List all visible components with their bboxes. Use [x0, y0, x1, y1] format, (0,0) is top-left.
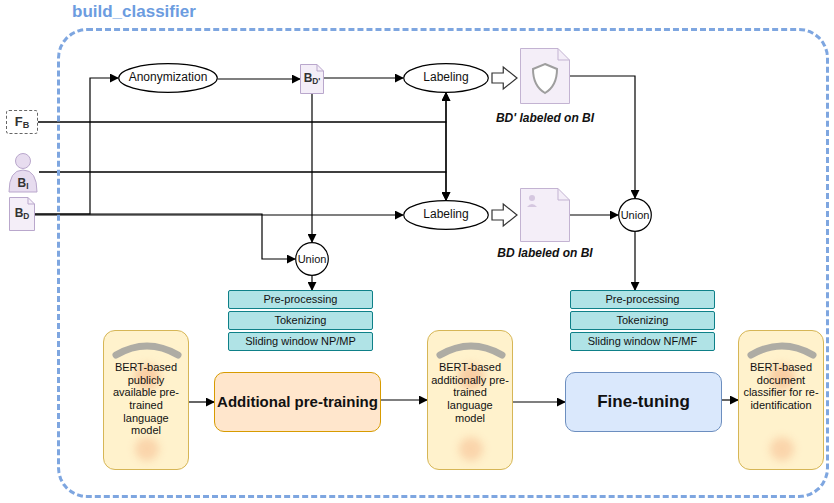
connector: [38, 122, 446, 200]
node-label: BERT-based document classifier for re-id…: [742, 361, 820, 412]
connector: [35, 214, 295, 259]
node-label: BD: [15, 207, 30, 221]
connector: [570, 214, 618, 215]
connector: [35, 78, 118, 214]
node-label: BD': [304, 72, 321, 86]
node-label: Tokenizing: [617, 314, 669, 327]
node-label: Labeling: [423, 208, 468, 222]
step-box: Tokenizing: [228, 311, 373, 330]
node-label: BERT-based additionally pre-trained lang…: [431, 361, 509, 424]
process-ellipse: Labeling: [403, 63, 489, 93]
node-label: Sliding window NP/MP: [245, 335, 356, 348]
node-label: Fine-tuning: [597, 392, 690, 412]
input-box: FB: [6, 110, 38, 134]
labeled-document: BD' labeled on BI: [520, 48, 570, 104]
step-box: Tokenizing: [570, 311, 715, 330]
node-label: Union: [298, 253, 327, 266]
model-box: BERT-based publicly available pre-traine…: [103, 330, 189, 470]
connector: [311, 94, 312, 242]
connector: [189, 401, 214, 402]
step-box: Pre-processing: [570, 290, 715, 309]
connector: [39, 172, 446, 200]
union-circle: Union: [618, 198, 652, 232]
labeled-document: BD labeled on BI: [520, 188, 570, 242]
connector: [634, 232, 635, 290]
connector: [39, 93, 446, 172]
model-box: BERT-based document classifier for re-id…: [738, 330, 824, 470]
node-label: BD labeled on BI: [465, 247, 625, 261]
process-box: Additional pre-training: [214, 372, 381, 432]
node-label: Pre-processing: [606, 293, 680, 306]
step-box: Sliding window NF/MF: [570, 332, 715, 351]
node-label: BI: [18, 177, 29, 191]
connector: [311, 276, 312, 290]
node-label: Sliding window NF/MF: [588, 335, 697, 348]
connector: [38, 93, 446, 122]
node-label: Union: [621, 209, 650, 222]
connector: [324, 77, 403, 78]
document-symbol: [520, 188, 570, 242]
connector: [570, 76, 635, 198]
connector: [381, 399, 427, 400]
step-box: Pre-processing: [228, 290, 373, 309]
node-label: BERT-based publicly available pre-traine…: [107, 361, 185, 437]
node-label: Pre-processing: [264, 293, 338, 306]
node-label: Additional pre-training: [217, 393, 378, 410]
process-box: Fine-tuning: [565, 372, 722, 432]
document-symbol: [520, 48, 570, 104]
step-box: Sliding window NP/MP: [228, 332, 373, 351]
node-label: build_classifier: [72, 2, 196, 22]
process-ellipse: Labeling: [403, 200, 489, 230]
hollow-arrow: [492, 67, 517, 89]
node-label: FB: [15, 115, 30, 130]
process-ellipse: Anonymization: [118, 63, 218, 93]
document-icon: BD': [300, 64, 324, 94]
hollow-arrow: [492, 204, 517, 226]
node-label: Labeling: [423, 71, 468, 85]
node-label: Anonymization: [129, 71, 208, 85]
document-icon: BD: [9, 197, 35, 231]
process-boundary: build_classifierAnonymizationBD'Labeling…: [57, 28, 829, 498]
node-label: Tokenizing: [275, 314, 327, 327]
user-icon: BI: [7, 152, 39, 192]
connector: [513, 401, 565, 402]
connector: [218, 78, 300, 79]
connector: [722, 399, 738, 400]
node-label: BD' labeled on BI: [465, 112, 625, 126]
union-circle: Union: [295, 242, 329, 276]
model-box: BERT-based additionally pre-trained lang…: [427, 330, 513, 470]
